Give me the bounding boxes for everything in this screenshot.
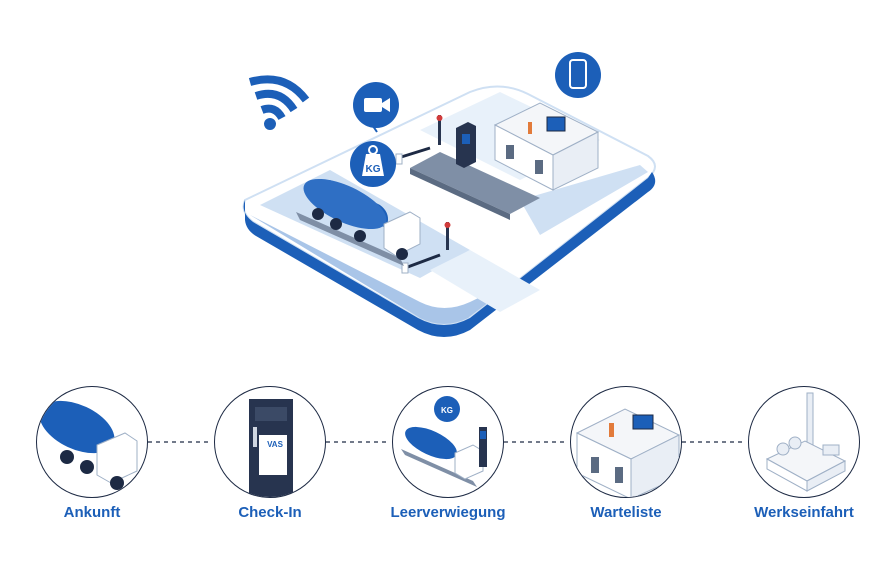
truck-scale-icon: KG <box>401 396 487 487</box>
step-leerverwiegung: KG <box>392 386 504 498</box>
step-ankunft <box>36 386 148 498</box>
weight-kg-icon: KG <box>350 141 396 187</box>
camera-icon <box>353 82 399 133</box>
step-label-werkseinfahrt: Werkseinfahrt <box>754 504 854 521</box>
barriers <box>395 146 441 274</box>
step-label-leerverwiegung: Leerverwiegung <box>390 504 506 521</box>
terminal-brand: VAS <box>267 440 284 449</box>
factory-icon <box>765 392 847 492</box>
step-label-warteliste: Warteliste <box>590 504 662 521</box>
step-label-ankunft: Ankunft <box>63 504 121 521</box>
check-in-terminal <box>456 122 476 168</box>
tanker-truck <box>296 178 421 266</box>
step-label-check-in: Check-In <box>238 504 302 521</box>
tanker-truck-icon <box>39 400 138 490</box>
kiosk-terminal-icon: VAS <box>249 399 293 497</box>
waiting-room-icon <box>575 408 681 497</box>
gatehouse-building <box>493 102 600 191</box>
step-check-in: VAS <box>214 386 326 498</box>
logistics-yard-illustration: KG <box>242 52 656 337</box>
scale-ramp <box>410 152 540 220</box>
wifi-icon <box>248 75 310 130</box>
traffic-lights <box>436 115 451 250</box>
step-warteliste <box>570 386 682 498</box>
step-werkseinfahrt <box>748 386 860 498</box>
smartphone-icon <box>555 52 601 98</box>
weight-badge-text: KG <box>366 164 381 175</box>
scale-kg-text: KG <box>441 406 453 415</box>
